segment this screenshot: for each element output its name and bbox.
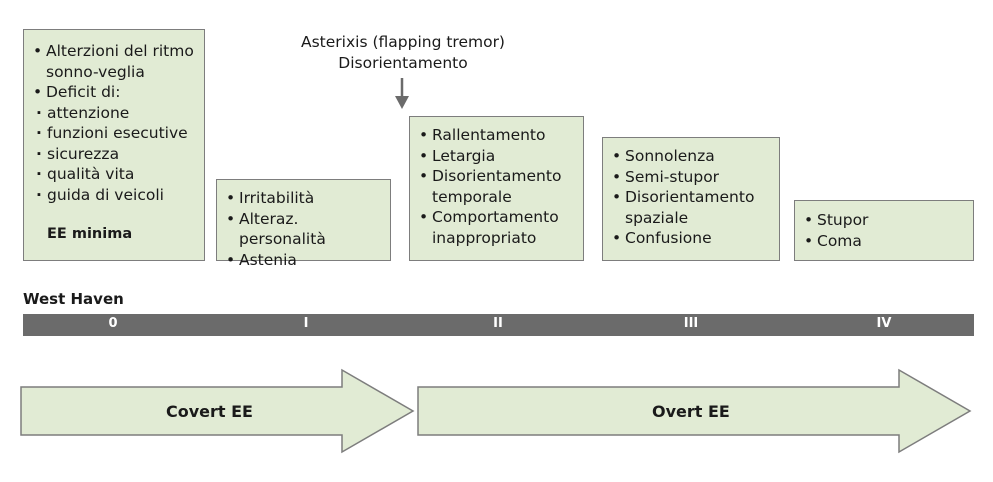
sub-list-item: attenzione [33,103,204,124]
annotation-line-1: Asterixis (flapping tremor) [301,33,505,51]
stage-0-box: Alterzioni del ritmo sonno-veglia Defici… [23,29,205,261]
list-item: Astenia [226,250,390,271]
west-haven-scale-bar: 0 I II III IV [23,314,974,336]
grade-label-0: 0 [108,316,118,331]
grade-label-1: I [303,316,309,331]
grade-label-4: IV [876,316,892,331]
list-item: Irritabilità [226,188,390,209]
annotation-line-2: Disorientamento [338,54,468,72]
ee-minima-label: EE minima [47,226,133,242]
grade-label-3: III [683,316,699,331]
covert-ee-label: Covert EE [166,402,253,421]
stage-3-box: Sonnolenza Semi-stupor Disorientamento s… [602,137,780,261]
pointer-arrow-head [395,96,409,109]
sub-list-item: guida di veicoli [33,185,204,206]
stage-0-list: Alterzioni del ritmo sonno-veglia Defici… [33,41,204,205]
grade-label-2: II [493,316,503,331]
list-item: Letargia [419,146,583,167]
list-item: Disorientamento temporale [419,166,583,207]
covert-ee-arrow [20,368,415,454]
stage-3-list: Sonnolenza Semi-stupor Disorientamento s… [612,146,779,249]
sub-list-item: qualità vita [33,164,204,185]
sub-list-item: sicurezza [33,144,204,165]
list-item: Alterzioni del ritmo sonno-veglia [33,41,204,82]
list-item: Sonnolenza [612,146,779,167]
stage-2-list: Rallentamento Letargia Disorientamento t… [419,125,583,248]
list-item: Comportamento inappropriato [419,207,583,248]
stage-4-list: Stupor Coma [804,210,973,251]
stage-1-list: Irritabilità Alteraz. personalità Asteni… [226,188,390,270]
stage-2-box: Rallentamento Letargia Disorientamento t… [409,116,584,261]
list-item: Rallentamento [419,125,583,146]
list-item: Deficit di: [33,82,204,103]
overt-ee-arrow [417,368,972,454]
list-item: Semi-stupor [612,167,779,188]
overt-ee-label: Overt EE [652,402,730,421]
sub-list-item: funzioni esecutive [33,123,204,144]
list-item: Alteraz. personalità [226,209,390,250]
list-item: Confusione [612,228,779,249]
annotation: Asterixis (flapping tremor) Disorientame… [285,32,521,74]
list-item: Stupor [804,210,973,231]
list-item: Coma [804,231,973,252]
stage-4-box: Stupor Coma [794,200,974,261]
list-item: Disorientamento spaziale [612,187,779,228]
stage-1-box: Irritabilità Alteraz. personalità Asteni… [216,179,391,270]
west-haven-title: West Haven [23,290,124,308]
